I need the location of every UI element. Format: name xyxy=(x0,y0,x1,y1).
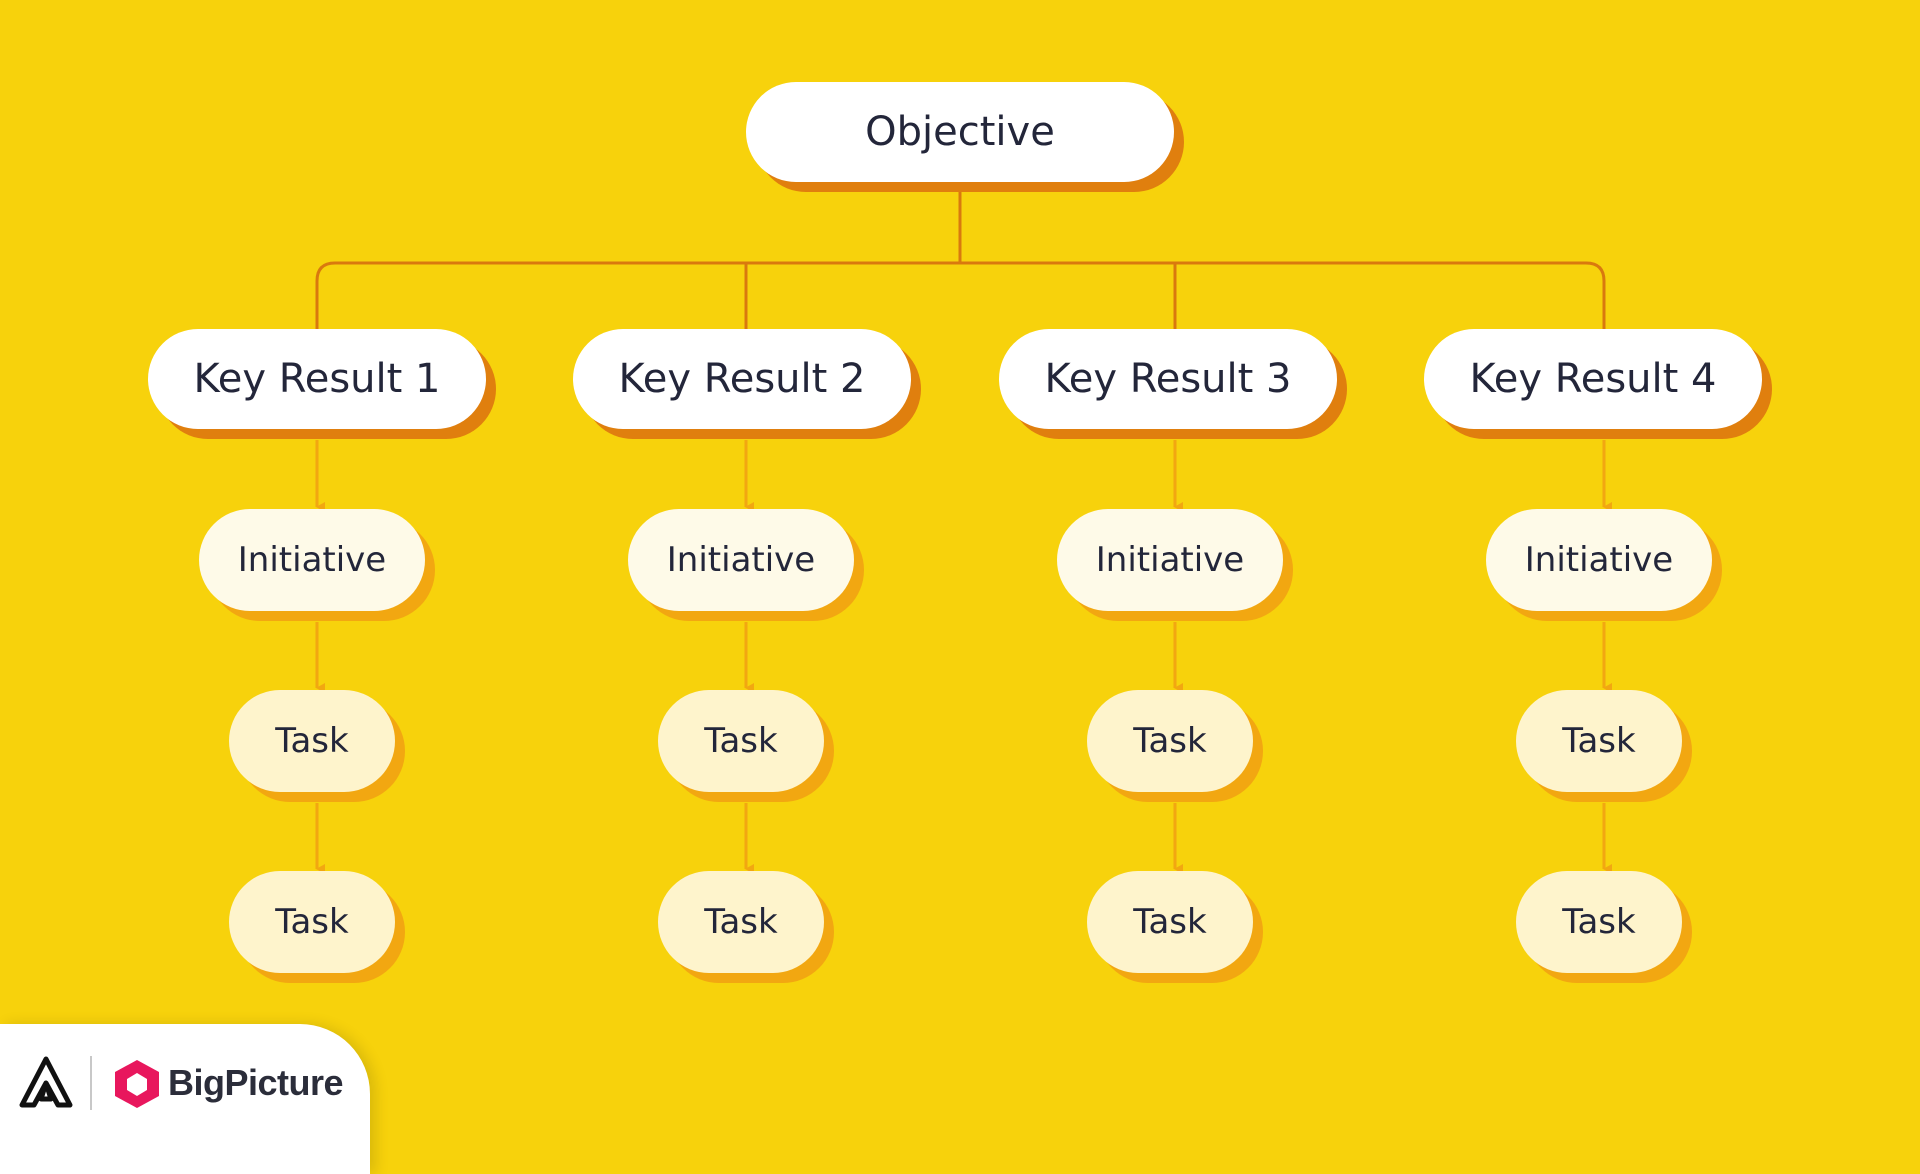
task-node-2-2: Task xyxy=(658,871,824,973)
key-result-node-1: Key Result 1 xyxy=(148,329,486,429)
key-result-node-3: Key Result 3 xyxy=(999,329,1337,429)
kr-branch-bar xyxy=(315,261,1606,329)
task-node-4-1: Task xyxy=(1516,690,1682,792)
bigpicture-wordmark: BigPicture xyxy=(168,1062,344,1103)
initiative-node-4: Initiative xyxy=(1486,509,1712,611)
initiative-node-3: Initiative xyxy=(1057,509,1283,611)
brand-panel xyxy=(0,1024,370,1174)
bigpicture-hexagon-icon xyxy=(115,1060,159,1108)
task-node-3-2: Task xyxy=(1087,871,1253,973)
task-node-3-1: Task xyxy=(1087,690,1253,792)
logo-divider xyxy=(90,1056,92,1110)
task-node-4-2: Task xyxy=(1516,871,1682,973)
objective-node: Objective xyxy=(746,82,1174,182)
task-node-1-1: Task xyxy=(229,690,395,792)
key-result-node-4: Key Result 4 xyxy=(1424,329,1762,429)
key-result-node-2: Key Result 2 xyxy=(573,329,911,429)
initiative-node-2: Initiative xyxy=(628,509,854,611)
initiative-node-1: Initiative xyxy=(199,509,425,611)
task-node-2-1: Task xyxy=(658,690,824,792)
atlassian-logo-icon xyxy=(19,1056,73,1108)
task-node-1-2: Task xyxy=(229,871,395,973)
